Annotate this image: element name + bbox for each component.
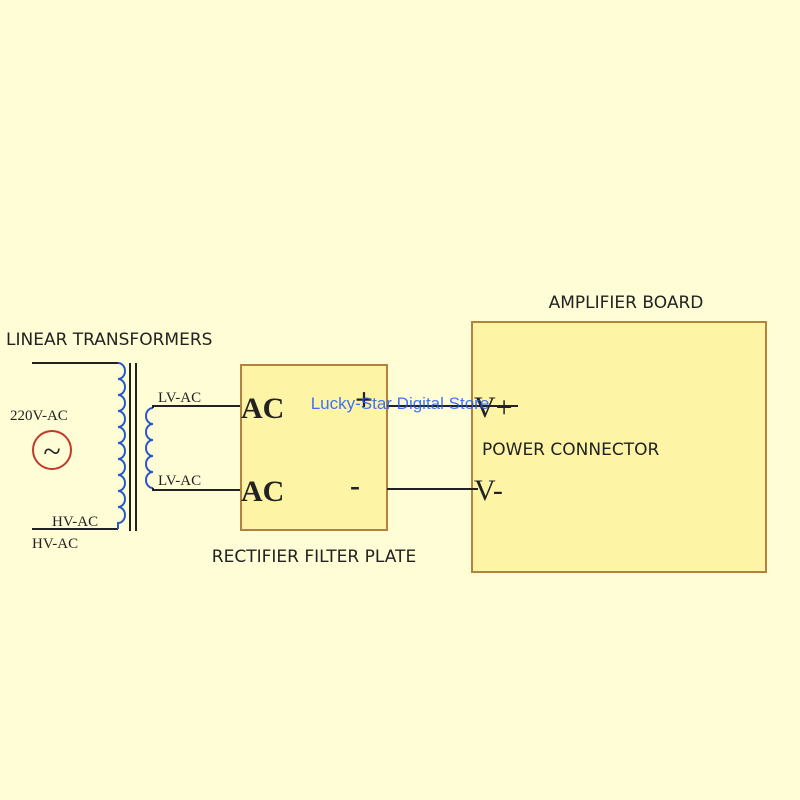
lv-ac-bottom-label: LV-AC (158, 473, 201, 489)
hv-ac-bottom-label: HV-AC (32, 536, 78, 552)
power-connector-label: POWER CONNECTOR (482, 440, 659, 460)
rectifier-title: RECTIFIER FILTER PLATE (212, 547, 416, 567)
store-watermark: Lucky-Star Digital Store (311, 394, 490, 413)
rectifier-box (240, 364, 388, 531)
sine-wave-icon: ~ (43, 433, 60, 469)
lv-ac-top-label: LV-AC (158, 390, 201, 406)
lv-bottom-wire (152, 488, 241, 491)
secondary-coil (145, 407, 154, 489)
amplifier-board-box (471, 321, 767, 573)
v-plus-label: V+ (474, 391, 513, 424)
ac-source-icon (32, 430, 72, 470)
v-minus-label: V- (474, 474, 503, 507)
rectifier-minus: - (350, 469, 360, 502)
linear-transformers-title: LINEAR TRANSFORMERS (6, 330, 212, 350)
source-voltage-label: 220V-AC (10, 408, 68, 424)
primary-coil (117, 362, 126, 529)
rectifier-ac-bottom: AC (241, 475, 284, 508)
hv-ac-top-label: HV-AC (52, 514, 98, 530)
lv-top-wire (152, 405, 241, 408)
rectifier-plus: + (355, 381, 373, 417)
rectifier-ac-top: AC (241, 392, 284, 425)
amplifier-board-title: AMPLIFIER BOARD (549, 293, 704, 313)
